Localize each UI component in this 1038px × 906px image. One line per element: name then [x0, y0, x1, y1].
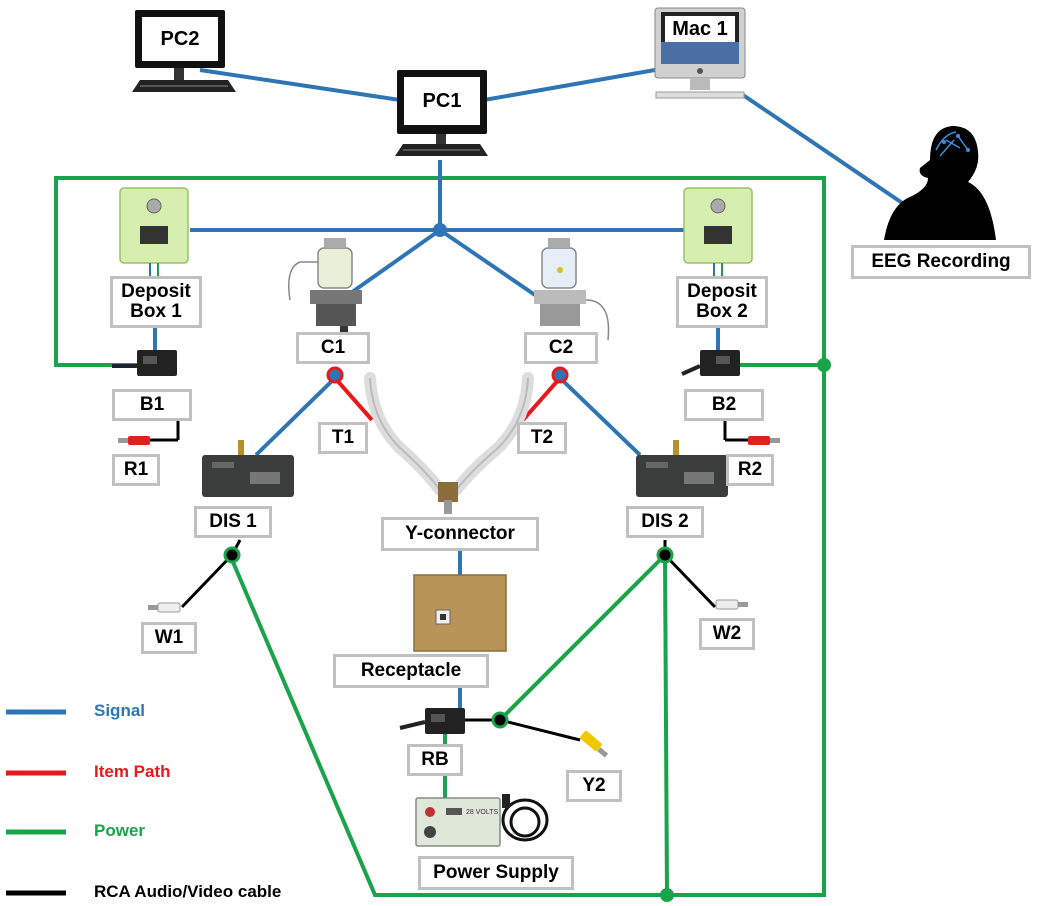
- signal-pc2-pc1: [199, 68, 401, 102]
- receptacle-label: Receptacle: [333, 654, 489, 688]
- legend-label-item-path: Item Path: [94, 762, 171, 781]
- signal-hub-dispensers: [346, 227, 537, 297]
- dispenser-c1-image: [288, 238, 362, 334]
- c2-label: C2: [524, 332, 598, 364]
- signal-lines: [153, 68, 922, 712]
- legend-swatches: [6, 709, 66, 896]
- switch-box-b1-image: [112, 350, 177, 376]
- dis1-label: DIS 1: [194, 506, 272, 538]
- dis1-image: [202, 440, 294, 497]
- rca-rb-y2: [499, 718, 581, 742]
- r2-label: R2: [726, 454, 774, 486]
- rca-plug-y2-image: [580, 730, 609, 758]
- pc2-monitor: [132, 10, 236, 92]
- junction-signal-hub: [433, 223, 447, 237]
- t2-label: T2: [517, 422, 567, 454]
- w1-label: W1: [141, 622, 197, 654]
- mac1-monitor: [654, 7, 746, 99]
- deposit-box-1-image: [119, 187, 189, 278]
- rca-plug-w1-image: [148, 602, 181, 613]
- junction-power-b2: [817, 358, 831, 372]
- dis2-image: [636, 440, 728, 497]
- pc2-label: PC2: [160, 27, 200, 50]
- rca-lines: [148, 420, 748, 742]
- rca-dis1-w1: [180, 553, 234, 609]
- b2-label: B2: [684, 389, 764, 421]
- power-supply-text: 28 VOLTS: [466, 809, 498, 816]
- power-supply-image: 28 VOLTS: [415, 794, 549, 847]
- rca-plug-r1-image: [118, 436, 150, 445]
- switch-box-rb-image: [399, 708, 465, 734]
- pc1-label: PC1: [422, 89, 462, 112]
- power-line-dis2-bottom: [663, 554, 669, 896]
- w2-label: W2: [699, 618, 755, 650]
- dispenser-c2-image: [534, 238, 610, 341]
- switch-box-b2-image: [681, 350, 740, 376]
- legend-label-power: Power: [94, 821, 146, 840]
- c1-label: C1: [296, 332, 370, 364]
- rca-plug-w2-image: [715, 599, 748, 610]
- r1-label: R1: [112, 454, 160, 486]
- t1-label: T1: [318, 422, 368, 454]
- junction-dis1: [223, 546, 241, 564]
- eeg-recording-label: EEG Recording: [851, 245, 1031, 279]
- junction-dots: [223, 223, 831, 902]
- junction-c1: [326, 366, 344, 384]
- receptacle-image: [413, 574, 507, 652]
- junction-dis2: [656, 546, 674, 564]
- dis2-label: DIS 2: [626, 506, 704, 538]
- rca-plug-r2-image: [748, 436, 780, 445]
- pc1-monitor: [395, 70, 488, 156]
- signal-pc1-mac1: [483, 68, 656, 102]
- y-connector-label: Y-connector: [381, 517, 539, 551]
- junction-c2: [551, 366, 569, 384]
- item-path-lines: [333, 376, 562, 422]
- b1-label: B1: [112, 389, 192, 421]
- power-line-dis2-rb: [498, 553, 667, 722]
- mac1-label: Mac 1: [672, 17, 728, 40]
- deposit-box-2-image: [683, 187, 753, 278]
- deposit-box-2-label: Deposit Box 2: [676, 276, 768, 328]
- y2-label: Y2: [566, 770, 622, 802]
- deposit-box-1-label: Deposit Box 1: [110, 276, 202, 328]
- y-tube-image: [364, 372, 534, 514]
- item-path-c1-t1: [333, 376, 374, 422]
- signal-mac1-eeg: [741, 93, 922, 217]
- eeg-person-icon: [884, 126, 996, 240]
- signal-c1-dis1: [254, 376, 337, 457]
- rca-dis2-w2: [663, 553, 717, 609]
- rb-label: RB: [407, 744, 463, 776]
- power-supply-label: Power Supply: [418, 856, 574, 890]
- junction-rb: [491, 711, 509, 729]
- signal-c2-dis2: [558, 376, 642, 457]
- power-line-main: [54, 176, 826, 897]
- item-path-c2-t2: [521, 376, 562, 422]
- legend-label-signal: Signal: [94, 701, 146, 720]
- junction-power-bottom: [660, 888, 674, 902]
- legend-label-rca: RCA Audio/Video cable: [94, 882, 282, 901]
